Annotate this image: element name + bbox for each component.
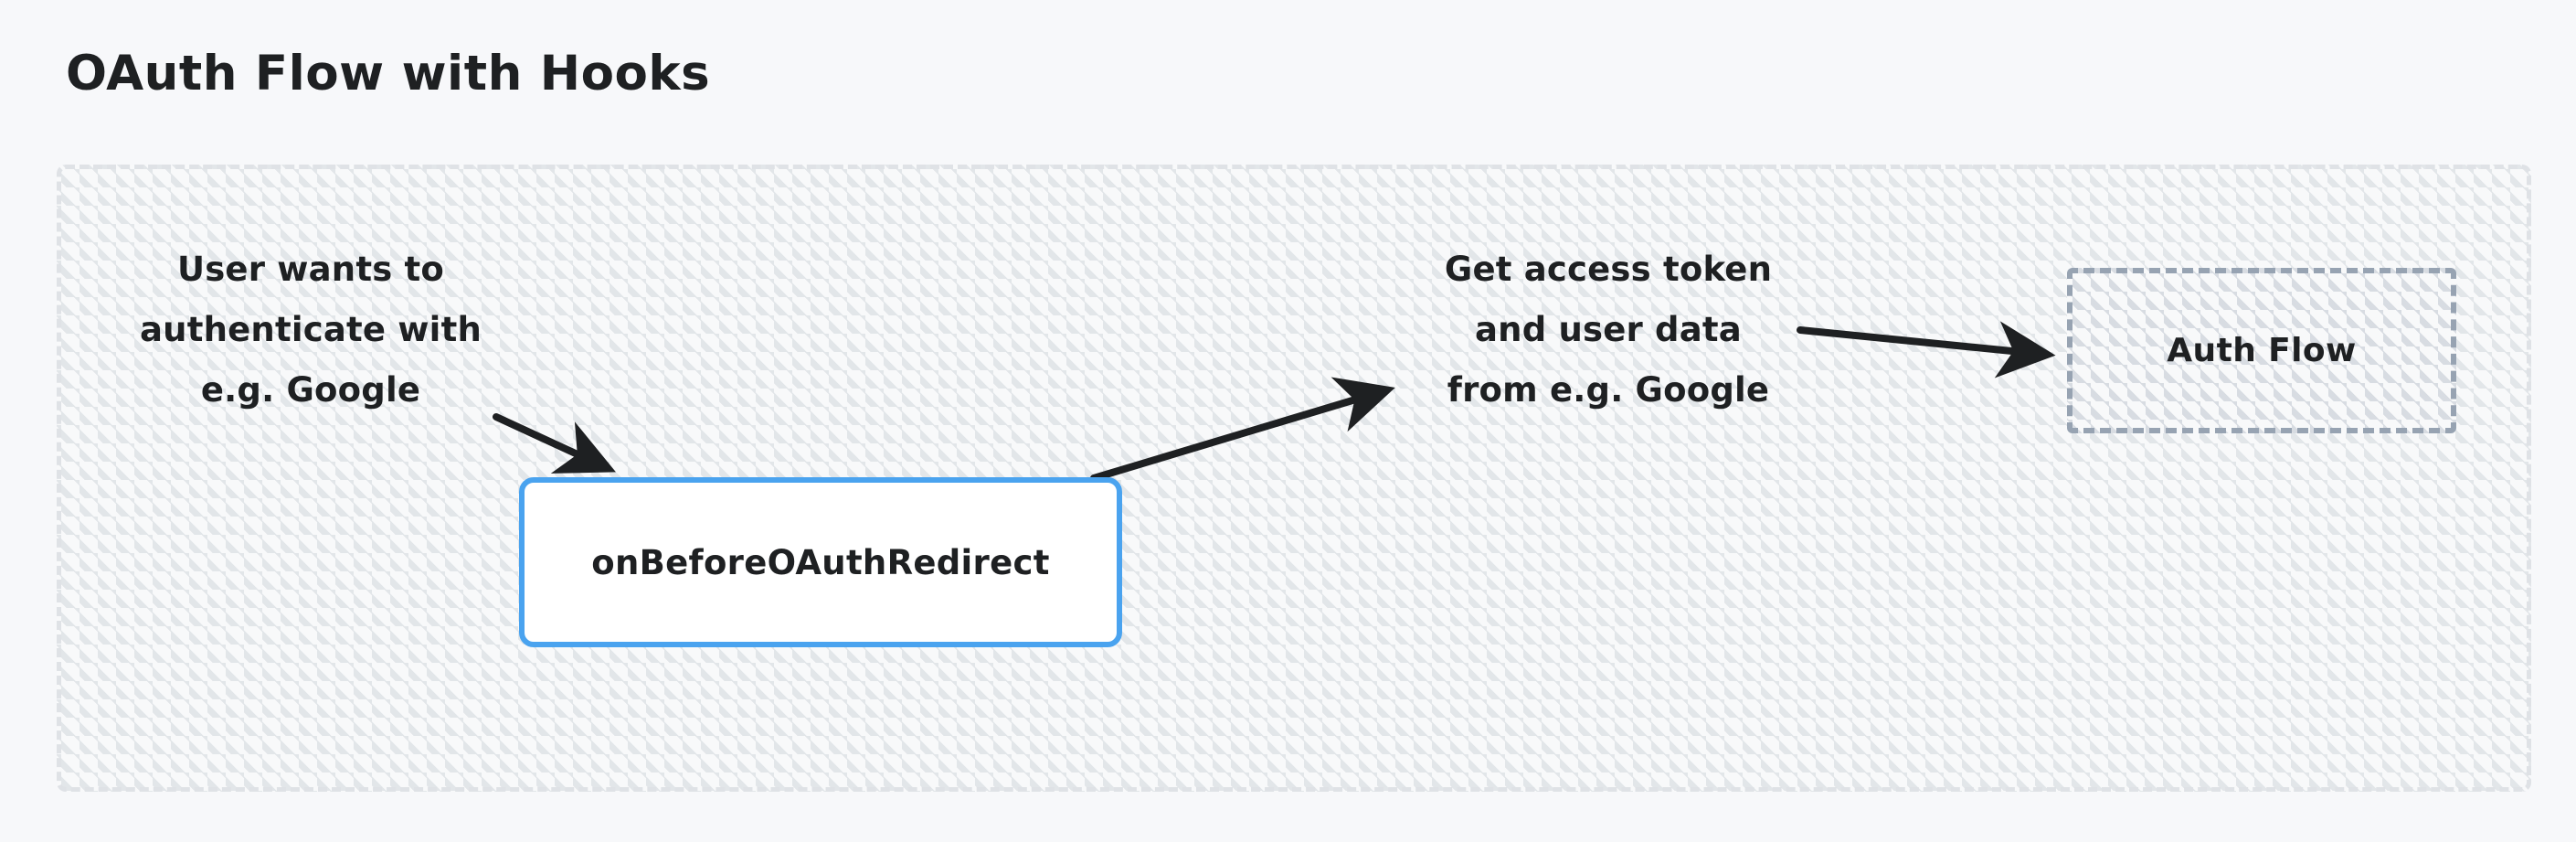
page-title: OAuth Flow with Hooks [66,46,711,101]
node-on-before-oauth-redirect[interactable]: onBeforeOAuthRedirect [519,477,1122,647]
node-auth-flow-label: Auth Flow [2167,332,2357,369]
node-auth-flow[interactable]: Auth Flow [2067,268,2456,433]
edge-label-hook-to-token: Get access token and user data from e.g.… [1444,250,1773,410]
edge-label-user-to-hook: User wants to authenticate with e.g. Goo… [140,250,482,410]
node-on-before-oauth-redirect-label: onBeforeOAuthRedirect [591,542,1050,582]
